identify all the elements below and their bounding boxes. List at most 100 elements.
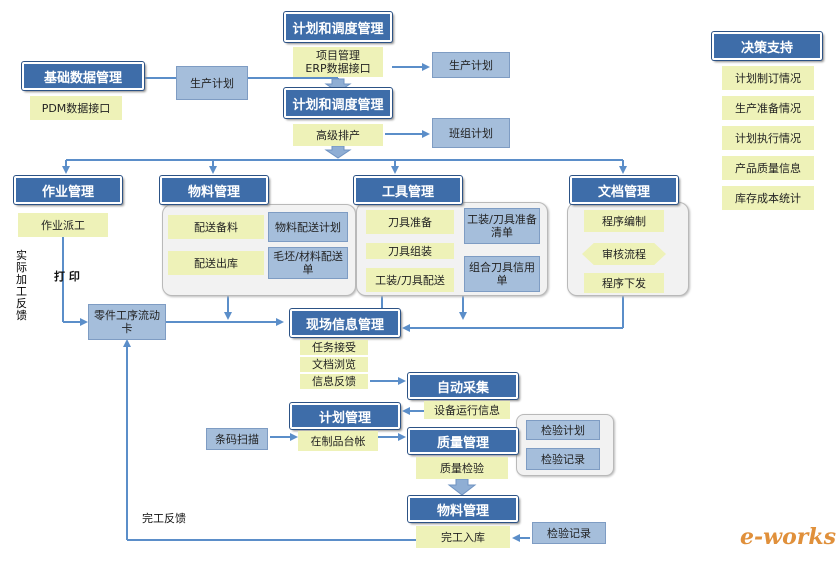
work-mgmt-dispatch-label: 作业派工 — [41, 218, 85, 232]
decision-item-label: 计划制订情况 — [735, 71, 801, 85]
tool-step-assemble: 刀具组装 — [366, 243, 454, 259]
auto-collect-equipment-label: 设备运行信息 — [434, 403, 500, 417]
doc-step-label: 程序编制 — [602, 214, 646, 228]
tool-step-prepare: 刀具准备 — [366, 210, 454, 234]
barcode-scan-label: 条码扫描 — [215, 432, 259, 446]
tool-header[interactable]: 工具管理 — [354, 176, 462, 204]
routing-card: 零件工序流动卡 — [88, 304, 166, 340]
site-info-docs: 文档浏览 — [300, 357, 368, 372]
material-low-header[interactable]: 物料管理 — [408, 496, 518, 522]
material-header[interactable]: 物料管理 — [160, 176, 268, 204]
plan-top-title: 计划和调度管理 — [292, 21, 384, 37]
material-doc-label: 物料配送计划 — [275, 220, 341, 234]
material-low-record: 检验记录 — [532, 522, 606, 544]
plan-mid-header[interactable]: 计划和调度管理 — [284, 88, 392, 118]
decision-item-label: 库存成本统计 — [735, 191, 801, 205]
decision-item-prep: 生产准备情况 — [722, 96, 814, 120]
tool-step-label: 工装/刀具配送 — [375, 273, 445, 287]
material-doc-order: 毛坯/材料配送单 — [268, 247, 348, 279]
plan-top-item-project: 项目管理 — [316, 49, 360, 62]
quality-header[interactable]: 质量管理 — [408, 428, 518, 454]
basic-data-output-label: 生产计划 — [190, 76, 234, 90]
decision-item-exec: 计划执行情况 — [722, 126, 814, 150]
site-info-item-label: 任务接受 — [312, 341, 356, 354]
decision-item-plan-made: 计划制订情况 — [722, 66, 814, 90]
plan-mid-title: 计划和调度管理 — [292, 97, 384, 113]
doc-step-release: 程序下发 — [584, 273, 664, 293]
tool-title: 工具管理 — [381, 184, 434, 200]
decision-item-label: 生产准备情况 — [735, 101, 801, 115]
barcode-scan: 条码扫描 — [206, 428, 268, 450]
plan-mid-output: 班组计划 — [432, 118, 510, 148]
work-mgmt-title: 作业管理 — [41, 184, 94, 200]
site-info-header[interactable]: 现场信息管理 — [290, 309, 400, 337]
site-info-title: 现场信息管理 — [305, 317, 384, 333]
plan-top-item-erp: ERP数据接口 — [305, 62, 371, 75]
auto-collect-title: 自动采集 — [436, 380, 489, 396]
basic-data-pdm-label: PDM数据接口 — [41, 101, 111, 115]
material-step-outbound: 配送出库 — [168, 251, 264, 275]
work-mgmt-dispatch: 作业派工 — [18, 213, 108, 237]
tool-doc-credit: 组合刀具信用单 — [464, 256, 540, 292]
quality-doc-label: 检验计划 — [541, 423, 585, 437]
plan-low-wip: 在制品台帐 — [298, 431, 378, 451]
tool-doc-label: 工装/刀具准备清单 — [467, 213, 537, 239]
plan-low-wip-label: 在制品台帐 — [310, 434, 366, 448]
material-low-storage: 完工入库 — [416, 526, 510, 548]
site-info-item-label: 文档浏览 — [312, 358, 356, 371]
plan-low-title: 计划管理 — [318, 410, 371, 426]
plan-mid-output-label: 班组计划 — [449, 126, 493, 140]
material-step-label: 配送出库 — [194, 256, 238, 270]
decision-item-label: 产品质量信息 — [735, 161, 801, 175]
material-doc-label: 毛坯/材料配送单 — [273, 250, 343, 276]
quality-inspection-label: 质量检验 — [440, 461, 484, 475]
quality-doc-plan: 检验计划 — [526, 420, 600, 440]
quality-doc-record: 检验记录 — [526, 448, 600, 470]
doc-step-program: 程序编制 — [584, 210, 664, 232]
auto-collect-header[interactable]: 自动采集 — [408, 373, 518, 399]
basic-data-output: 生产计划 — [176, 66, 248, 100]
doc-step-review: 审核流程 — [582, 243, 666, 265]
eworks-logo: e-works — [740, 524, 836, 550]
routing-card-label: 零件工序流动卡 — [94, 309, 160, 335]
decision-item-quality: 产品质量信息 — [722, 156, 814, 180]
doc-step-label: 程序下发 — [602, 276, 646, 290]
quality-title: 质量管理 — [436, 435, 489, 451]
decision-item-inventory: 库存成本统计 — [722, 186, 814, 210]
plan-top-output-label: 生产计划 — [449, 58, 493, 72]
site-info-task: 任务接受 — [300, 340, 368, 355]
decision-header[interactable]: 决策支持 — [712, 32, 822, 60]
material-step-label: 配送备料 — [194, 220, 238, 234]
tool-step-deliver: 工装/刀具配送 — [366, 268, 454, 292]
decision-title: 决策支持 — [740, 40, 793, 56]
site-info-item-label: 信息反馈 — [312, 375, 356, 388]
actual-feedback-label: 实际加工反馈 — [16, 249, 27, 322]
tool-step-label: 刀具组装 — [388, 244, 432, 258]
plan-top-output: 生产计划 — [432, 52, 510, 78]
tool-doc-label: 组合刀具信用单 — [469, 261, 535, 287]
site-info-feedback: 信息反馈 — [300, 374, 368, 389]
plan-top-header[interactable]: 计划和调度管理 — [284, 12, 392, 42]
completion-feedback-label: 完工反馈 — [142, 512, 186, 525]
material-step-prepare: 配送备料 — [168, 215, 264, 239]
material-low-storage-label: 完工入库 — [441, 530, 485, 544]
tool-doc-list: 工装/刀具准备清单 — [464, 208, 540, 244]
material-doc-plan: 物料配送计划 — [268, 212, 348, 242]
plan-top-items: 项目管理 ERP数据接口 — [293, 47, 383, 77]
quality-inspection: 质量检验 — [416, 457, 508, 479]
quality-doc-label: 检验记录 — [541, 452, 585, 466]
material-low-record-label: 检验记录 — [547, 526, 591, 540]
basic-data-header[interactable]: 基础数据管理 — [22, 62, 144, 90]
doc-step-label: 审核流程 — [602, 247, 646, 261]
work-mgmt-header[interactable]: 作业管理 — [14, 176, 122, 204]
basic-data-pdm: PDM数据接口 — [30, 96, 122, 120]
doc-header[interactable]: 文档管理 — [570, 176, 678, 204]
decision-item-label: 计划执行情况 — [735, 131, 801, 145]
auto-collect-equipment: 设备运行信息 — [424, 401, 510, 419]
plan-low-header[interactable]: 计划管理 — [290, 403, 400, 429]
plan-mid-scheduling: 高级排产 — [293, 124, 383, 146]
tool-step-label: 刀具准备 — [388, 215, 432, 229]
plan-mid-scheduling-label: 高级排产 — [316, 128, 360, 142]
material-title: 物料管理 — [187, 184, 240, 200]
basic-data-title: 基础数据管理 — [43, 70, 122, 86]
